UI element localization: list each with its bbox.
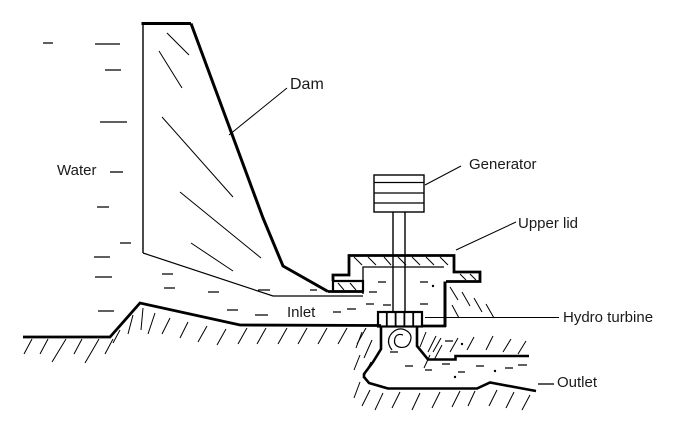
dam-bottom-edge — [142, 252, 363, 297]
water-surface-dashes — [43, 42, 527, 379]
generator-winding-lines — [374, 181, 424, 204]
label-outlet: Outlet — [557, 374, 598, 391]
label-hydro-turbine: Hydro turbine — [563, 309, 654, 326]
upper-lid-left-flange — [331, 279, 365, 293]
label-inlet: Inlet — [287, 304, 316, 321]
label-dam: Dam — [290, 76, 324, 93]
generator — [373, 174, 425, 213]
dam-texture-lines — [158, 32, 262, 272]
outlet-left-wall — [362, 327, 537, 393]
lid-hatching — [337, 256, 477, 291]
outlet-right-wall — [415, 327, 529, 361]
dam-shape — [141, 22, 363, 297]
inlet-cavity-dashes — [333, 281, 428, 313]
ground-hatching-left — [23, 307, 156, 364]
turbine-shaft — [392, 212, 406, 312]
dam-downstream-edge — [189, 22, 329, 293]
water-dot — [493, 369, 497, 373]
outlet-channel — [353, 327, 537, 411]
outlet-hatching — [353, 331, 531, 411]
generator-leader-line — [424, 165, 462, 186]
upper-lid-leader-line — [455, 221, 517, 251]
leader-lines — [110, 87, 559, 385]
ground-hatching-inlet — [161, 317, 367, 346]
water-dot — [453, 375, 457, 379]
ground — [23, 301, 446, 364]
hydro-turbine — [376, 310, 424, 328]
label-generator: Generator — [469, 156, 537, 173]
ground-surface-line — [23, 301, 382, 339]
chamber-side-hatching — [449, 286, 495, 319]
upper-lid — [331, 254, 495, 327]
outlet-dashes — [390, 340, 527, 373]
dam-leader-line — [228, 87, 288, 136]
label-water: Water — [57, 162, 97, 179]
reservoir-dashes — [43, 42, 317, 316]
water-dot — [431, 284, 435, 288]
lid-inner-surface — [362, 266, 444, 294]
turbine-blade-dividers — [385, 312, 415, 327]
water-swirl — [387, 328, 412, 351]
water-dot — [460, 342, 464, 346]
label-upper-lid: Upper lid — [518, 215, 579, 232]
upper-lid-outline — [331, 254, 482, 283]
turbine-runner-box — [376, 310, 424, 328]
